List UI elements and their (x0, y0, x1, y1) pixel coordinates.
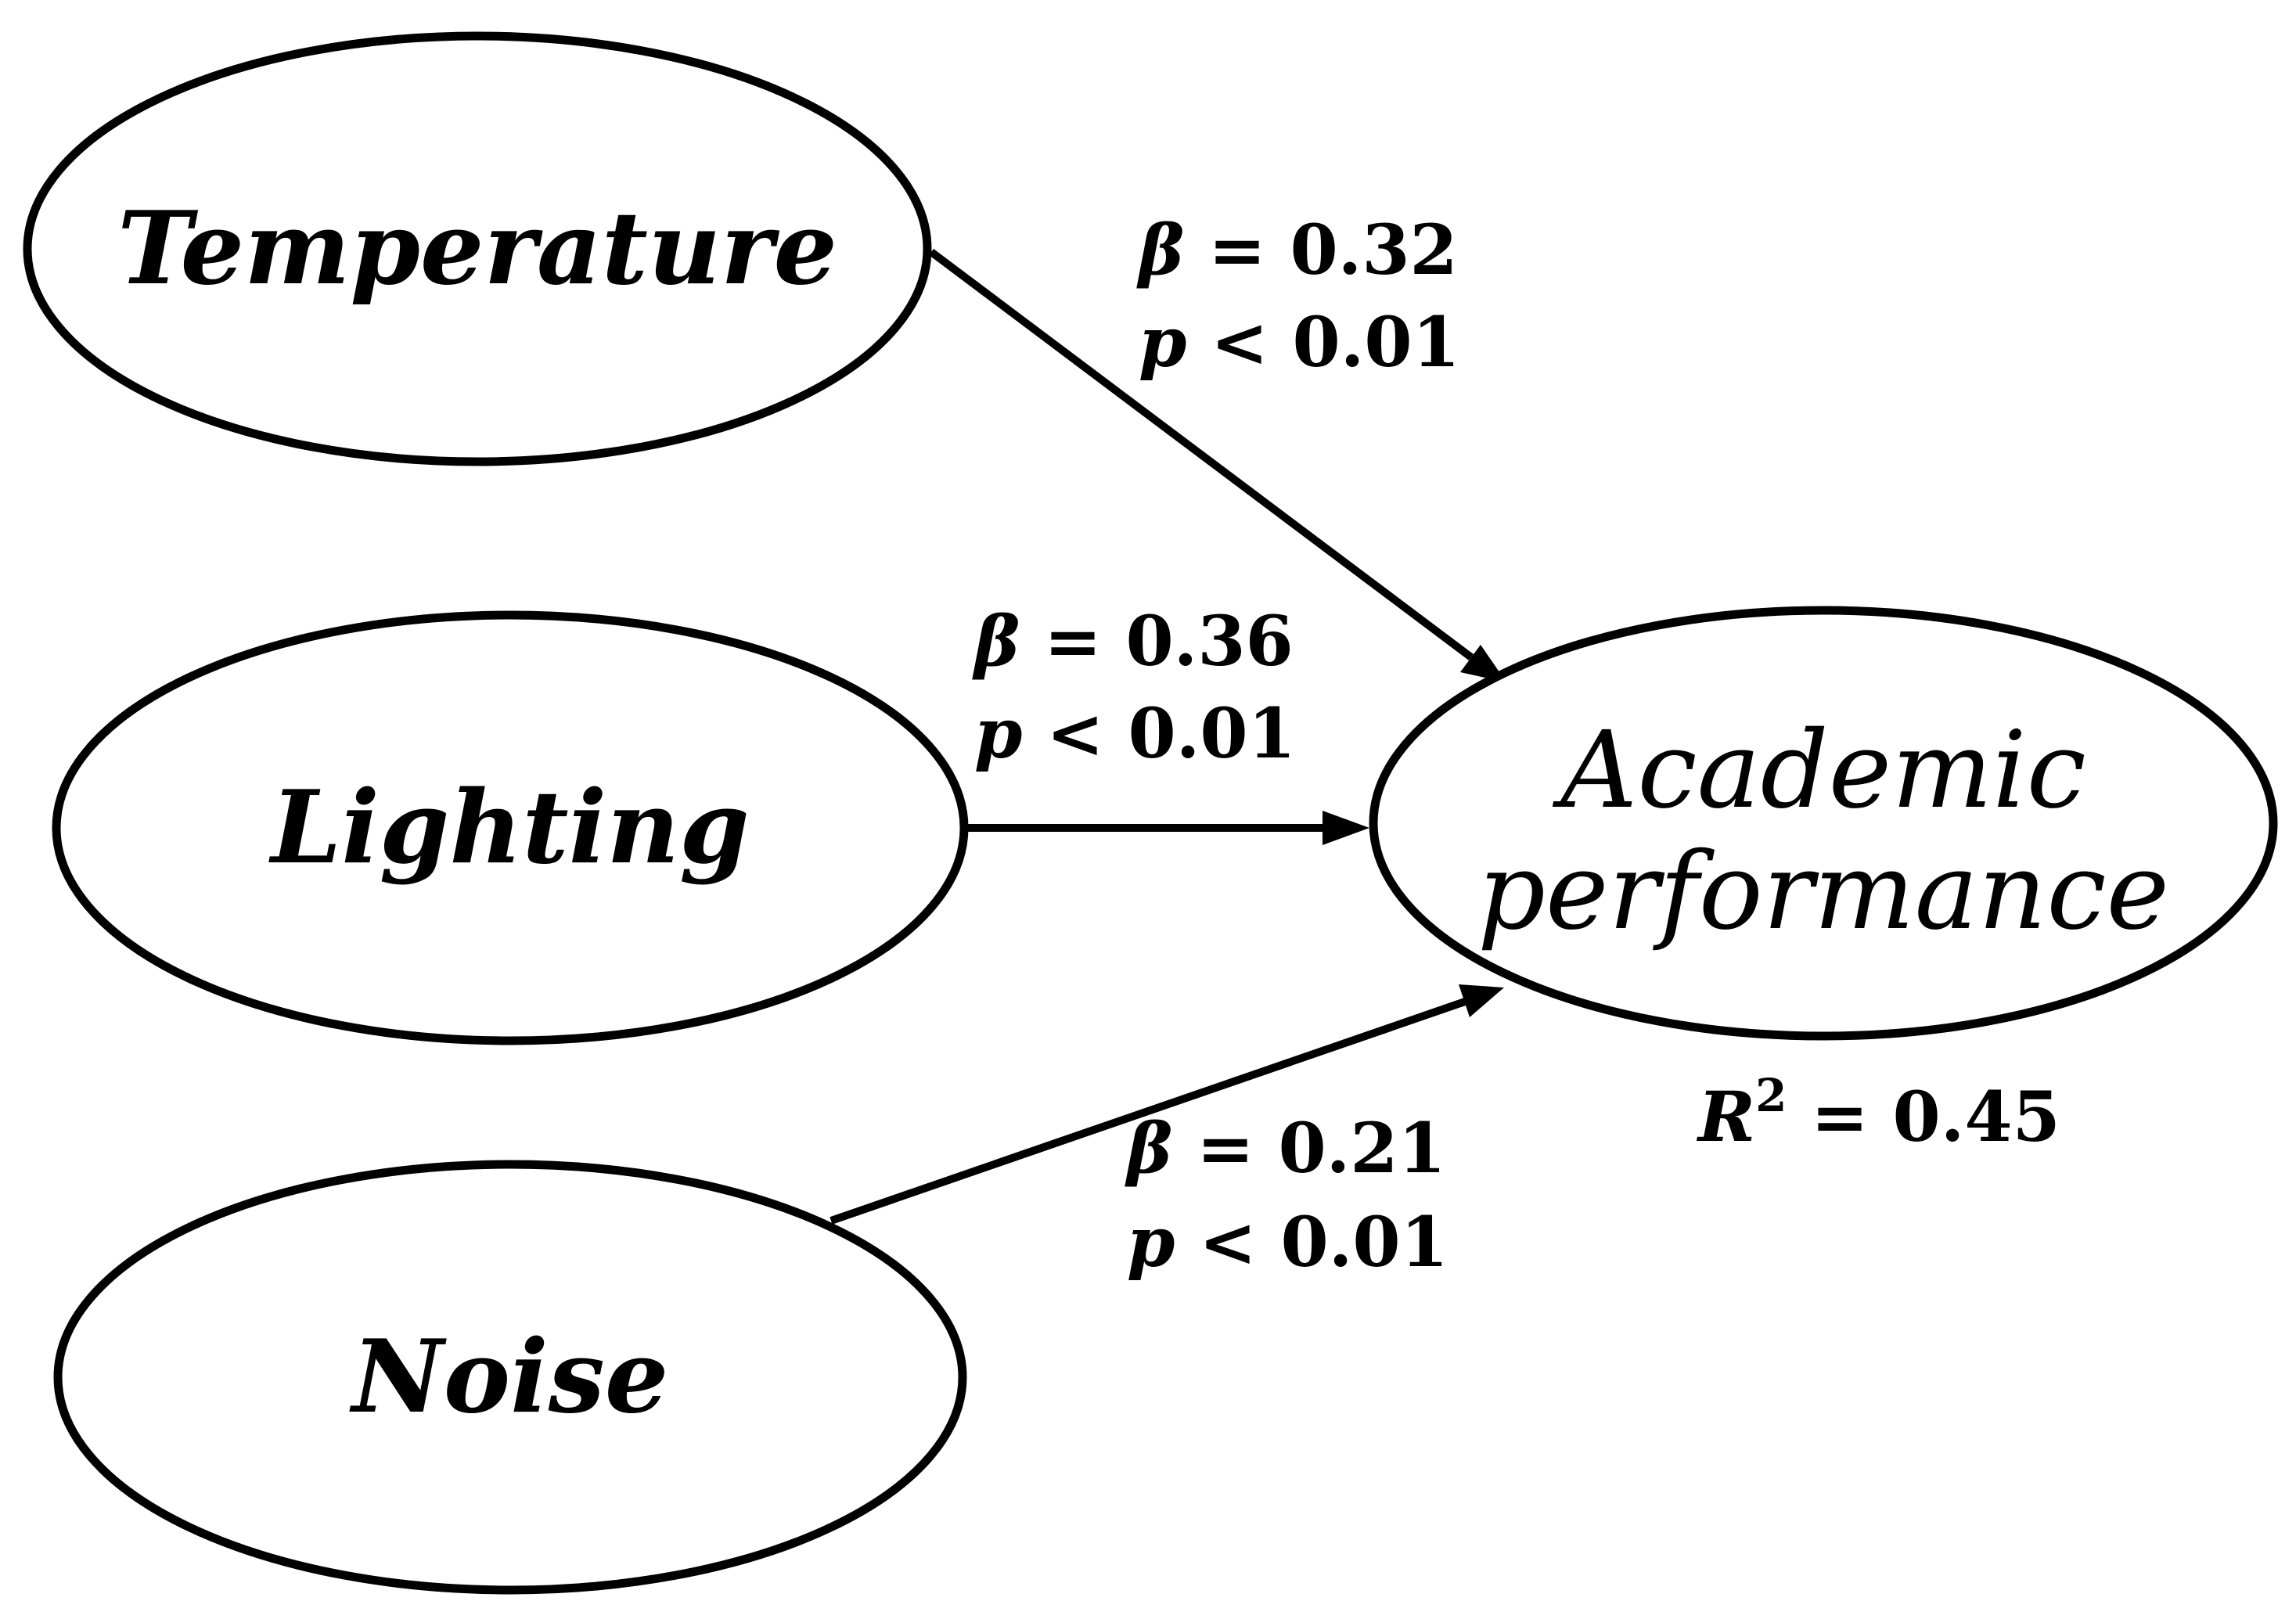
r-squared-value: R2 = 0.45 (1696, 1069, 2060, 1157)
edge-lighting-to-outcome (964, 811, 1369, 845)
p-text: < 0.01 (1175, 1201, 1448, 1283)
beta-value: β = 0.21 (1125, 1107, 1446, 1189)
edge-line (928, 249, 1474, 660)
beta-value: β = 0.32 (1136, 209, 1458, 290)
coefficient-label-lighting: β = 0.36 p < 0.01 (972, 600, 1296, 774)
p-symbol: p (1127, 1201, 1175, 1283)
r-text: = 0.45 (1787, 1076, 2060, 1157)
p-symbol: p (974, 693, 1023, 774)
r-symbol: R (1696, 1076, 1755, 1157)
node-academic-performance: Academic performance (1369, 606, 2278, 1041)
p-text: < 0.01 (1023, 693, 1296, 774)
p-value: p < 0.01 (1139, 301, 1460, 383)
edge-line (830, 998, 1466, 1225)
beta-symbol: β (972, 600, 1020, 682)
beta-symbol: β (1136, 209, 1184, 290)
node-ellipse (23, 31, 932, 466)
node-temperature: Temperature (23, 31, 932, 466)
beta-value: β = 0.36 (972, 600, 1294, 682)
p-text: < 0.01 (1187, 301, 1460, 383)
node-ellipse (1369, 606, 2278, 1041)
arrow-head (1459, 984, 1504, 1017)
node-ellipse (53, 1160, 967, 1595)
node-label-noise: Noise (349, 1319, 669, 1436)
node-ellipse (52, 610, 969, 1045)
node-label-temperature: Temperature (117, 190, 837, 308)
coefficient-label-noise: β = 0.21 p < 0.01 (1125, 1107, 1448, 1283)
r-exponent: 2 (1755, 1069, 1787, 1122)
node-lighting: Lighting (52, 610, 969, 1045)
edge-noise-to-outcome (830, 984, 1504, 1225)
r-squared-label: R2 = 0.45 (1696, 1069, 2060, 1157)
p-symbol: p (1139, 301, 1187, 383)
node-label-lighting: Lighting (268, 769, 750, 887)
p-value: p < 0.01 (1127, 1201, 1448, 1283)
beta-text: = 0.21 (1172, 1107, 1445, 1189)
node-label-performance: performance (1477, 830, 2169, 954)
coefficient-label-temperature: β = 0.32 p < 0.01 (1136, 209, 1460, 383)
beta-text: = 0.32 (1184, 209, 1457, 290)
arrow-head (1323, 811, 1369, 845)
p-value: p < 0.01 (974, 693, 1296, 774)
node-label-academic: Academic (1552, 709, 2086, 833)
node-noise: Noise (53, 1160, 967, 1595)
beta-text: = 0.36 (1020, 600, 1293, 682)
beta-symbol: β (1125, 1107, 1172, 1189)
